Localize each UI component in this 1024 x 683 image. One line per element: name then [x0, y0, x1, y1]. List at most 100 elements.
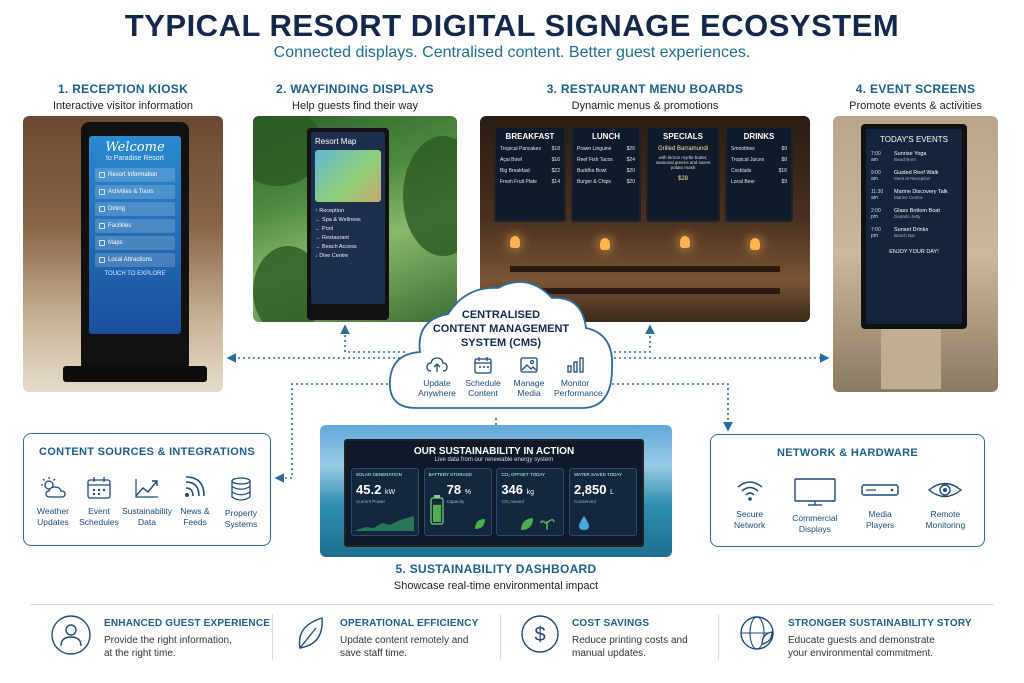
plant-icon [521, 518, 556, 530]
wayfinding-item: ↑ Reception [315, 208, 345, 214]
dining-icon [99, 206, 105, 212]
wayfinding-subheading: Help guests find their way [292, 100, 418, 112]
event-sign-post [881, 329, 941, 389]
kiosk-base [63, 366, 207, 382]
kiosk-menu-item: Resort Information [95, 168, 175, 182]
benefit-separator [272, 614, 273, 660]
benefit-cost-savings: $ COST SAVINGS Reduce printing costs and… [520, 614, 710, 664]
dashboard-screen: OUR SUSTAINABILITY IN ACTION Live data f… [344, 439, 644, 547]
foliage [403, 136, 457, 256]
connector-network [612, 383, 733, 432]
pendant-lamp [510, 236, 520, 248]
restaurant-photo: BREAKFAST Tropical Pancakes$18 Açai Bowl… [480, 116, 810, 322]
menu-board-specials: SPECIALS Grilled Barramundi with lemon m… [646, 126, 720, 222]
bar-shelf [510, 288, 780, 294]
page-title: TYPICAL RESORT DIGITAL SIGNAGE ECOSYSTEM [124, 8, 900, 43]
reception-kiosk-photo: Welcome to Paradise Resort Resort Inform… [23, 116, 223, 392]
sustainability-dashboard-photo: OUR SUSTAINABILITY IN ACTION Live data f… [320, 425, 672, 557]
water-drop-icon [578, 516, 589, 530]
pendant-lamp [750, 238, 760, 250]
kiosk-screen: Welcome to Paradise Resort Resort Inform… [89, 136, 181, 334]
globe-leaf-icon [740, 616, 774, 650]
calendar-icon [87, 477, 111, 499]
kiosk-menu-item: Dining [95, 202, 175, 216]
dash-card-co2: CO₂ OFFSET TODAY 346 kg CO₂ Saved [496, 468, 565, 536]
line-chart-icon [135, 479, 158, 498]
menu-board-drinks: DRINKS Smoothies$9 Tropical Juices$8 Coc… [725, 126, 793, 222]
wayfinding-sign: Resort Map ↑ Reception ← Spa & Wellness … [307, 128, 389, 320]
page-subtitle: Connected displays. Centralised content.… [273, 44, 751, 61]
reception-subheading: Interactive visitor information [53, 100, 193, 112]
kiosk-menu-item: Maps [95, 236, 175, 250]
dashboard-screen-title: OUR SUSTAINABILITY IN ACTION [413, 446, 575, 457]
rss-feed-icon [185, 476, 205, 497]
attractions-icon [99, 257, 105, 263]
network-heading: NETWORK & HARDWARE [776, 447, 919, 459]
dashboard-heading-block: 5. SUSTAINABILITY DASHBOARD Showcase rea… [320, 562, 672, 592]
kiosk-menu-item: Activities & Tours [95, 185, 175, 199]
bar-shelf [510, 266, 780, 272]
svg-text:$: $ [534, 624, 545, 646]
menu-board-breakfast: BREAKFAST Tropical Pancakes$18 Açai Bowl… [494, 126, 566, 222]
dashboard-screen-subtitle: Live data from our renewable energy syst… [434, 457, 554, 463]
info-icon [99, 172, 105, 178]
wayfinding-item: ↓ Dive Centre [315, 253, 349, 259]
event-subheading: Promote events & activities [849, 100, 982, 112]
wayfinding-item: → Restaurant [315, 235, 349, 241]
image-icon [520, 357, 538, 373]
connector-restaurant [604, 324, 655, 353]
kiosk-welcome-sub: to Paradise Resort [106, 155, 164, 162]
facilities-icon [99, 223, 105, 229]
restaurant-heading-block: 3. RESTAURANT MENU BOARDS Dynamic menus … [480, 82, 810, 112]
benefit-separator [500, 614, 501, 660]
wayfinding-item: ← Spa & Wellness [315, 217, 361, 223]
cloud-upload-icon [426, 357, 448, 372]
event-heading: 4. EVENT SCREENS [855, 82, 976, 96]
benefit-separator [718, 614, 719, 660]
benefit-sustainability-story: STRONGER SUSTAINABILITY STORY Educate gu… [738, 614, 998, 664]
benefit-operational-efficiency: OPERATIONAL EFFICIENCY Update content re… [292, 614, 492, 664]
benefit-guest-experience: ENHANCED GUEST EXPERIENCE Provide the ri… [50, 614, 280, 664]
kiosk-welcome: Welcome [105, 140, 165, 155]
battery-icon [430, 495, 444, 525]
activities-icon [99, 189, 105, 195]
pendant-lamp [600, 238, 610, 250]
battery-fill [432, 504, 441, 522]
database-icon [231, 477, 251, 501]
wayfinding-item: ← Pool [315, 226, 334, 232]
person-icon [51, 615, 91, 655]
wayfinding-heading-block: 2. WAYFINDING DISPLAYS Help guests find … [253, 82, 457, 112]
wayfinding-screen-title: Resort Map [315, 137, 357, 146]
resort-map-graphic [315, 150, 381, 202]
map-icon [99, 240, 105, 246]
wayfinding-heading: 2. WAYFINDING DISPLAYS [276, 82, 434, 96]
restaurant-subheading: Dynamic menus & promotions [571, 100, 719, 112]
cms-title: CENTRALISED CONTENT MANAGEMENT SYSTEM (C… [432, 309, 570, 349]
wayfinding-item: → Beach Access [315, 244, 357, 250]
restaurant-heading: 3. RESTAURANT MENU BOARDS [546, 82, 744, 96]
pendant-lamp [680, 236, 690, 248]
solar-trend-icon [356, 516, 414, 531]
dash-card-battery: BATTERY STORAGE 78 % Capacity [423, 468, 492, 536]
wifi-icon [737, 481, 763, 501]
eye-icon [928, 482, 963, 498]
monitor-icon [794, 478, 836, 506]
